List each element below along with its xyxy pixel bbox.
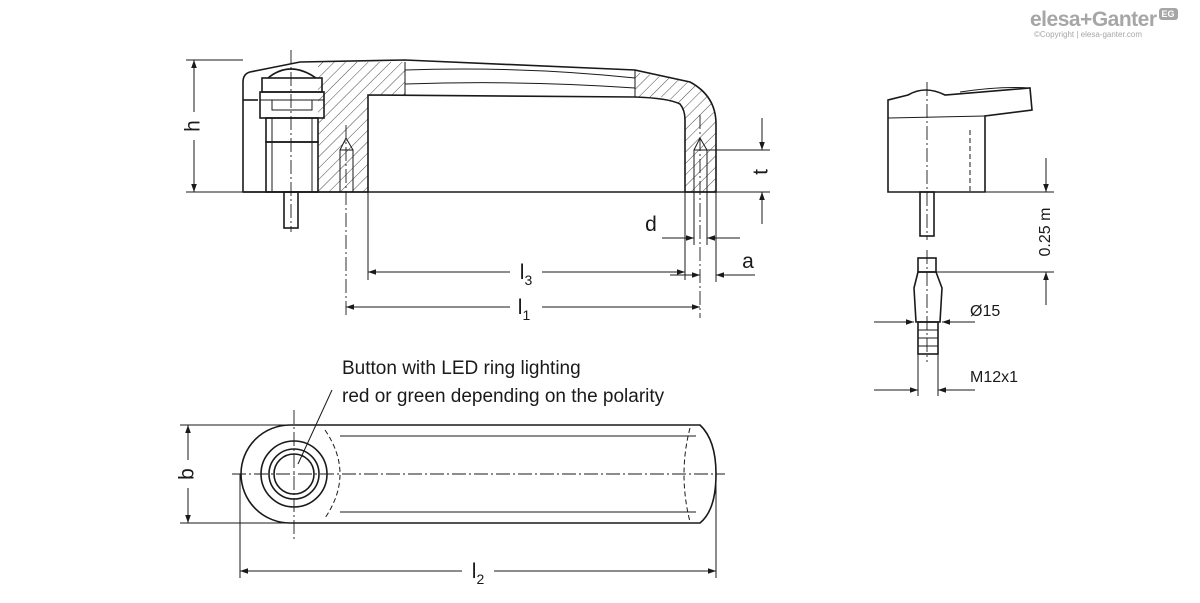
left-hatched-section <box>318 62 405 192</box>
dimension-a: a <box>670 192 755 282</box>
dimension-diameter-label: Ø15 <box>970 303 1000 320</box>
brand-name: elesa+Ganter <box>1030 8 1157 31</box>
handle-inner-opening <box>367 94 686 192</box>
cable-connector <box>913 250 943 362</box>
dimension-l1-subscript: 1 <box>522 307 530 323</box>
dimension-l3-label: l <box>520 261 525 284</box>
dimension-d: d <box>645 192 740 245</box>
button-annotation: Button with LED ring lighting red or gre… <box>297 358 665 465</box>
dimension-l1: l1 <box>346 296 700 323</box>
side-body-outline <box>887 87 1033 193</box>
brand-copyright: ©Copyright | elesa-ganter.com <box>1034 30 1143 39</box>
dimension-cable-length-label: 0.25 m <box>1037 208 1054 257</box>
button-bezel <box>261 77 323 93</box>
dimension-h: h <box>180 59 243 193</box>
dimension-thread: M12x1 <box>874 354 1018 396</box>
dimension-l3: l3 <box>367 192 686 288</box>
side-view <box>887 82 1033 362</box>
dimension-t: t <box>707 118 773 224</box>
dimension-diameter: Ø15 <box>874 303 1000 325</box>
dimension-d-label: d <box>645 213 657 236</box>
dimension-h-label: h <box>182 120 205 132</box>
annotation-line-2: red or green depending on the polarity <box>342 386 665 407</box>
svg-text:l3: l3 <box>520 261 533 288</box>
right-hatched-section <box>635 72 716 192</box>
top-view <box>232 410 725 540</box>
svg-text:l2: l2 <box>472 560 485 587</box>
dimension-thread-label: M12x1 <box>970 369 1018 386</box>
dimension-a-label: a <box>742 250 754 273</box>
dimension-l1-label: l <box>518 296 523 319</box>
front-section-view <box>242 50 717 318</box>
dimension-l3-subscript: 3 <box>524 272 532 288</box>
dimension-l2: l2 <box>239 474 717 587</box>
dimension-b: b <box>174 424 290 524</box>
annotation-line-1: Button with LED ring lighting <box>342 358 581 379</box>
brand-badge: EG <box>1158 8 1178 20</box>
dimension-t-label: t <box>750 169 773 175</box>
dimension-cable-length: 0.25 m <box>936 158 1054 305</box>
svg-text:l1: l1 <box>518 296 531 323</box>
dimension-l2-subscript: 2 <box>476 571 484 587</box>
top-outline <box>240 424 717 524</box>
handle-outline <box>242 59 717 193</box>
dimension-l2-label: l <box>472 560 477 583</box>
dimension-b-label: b <box>176 468 199 480</box>
